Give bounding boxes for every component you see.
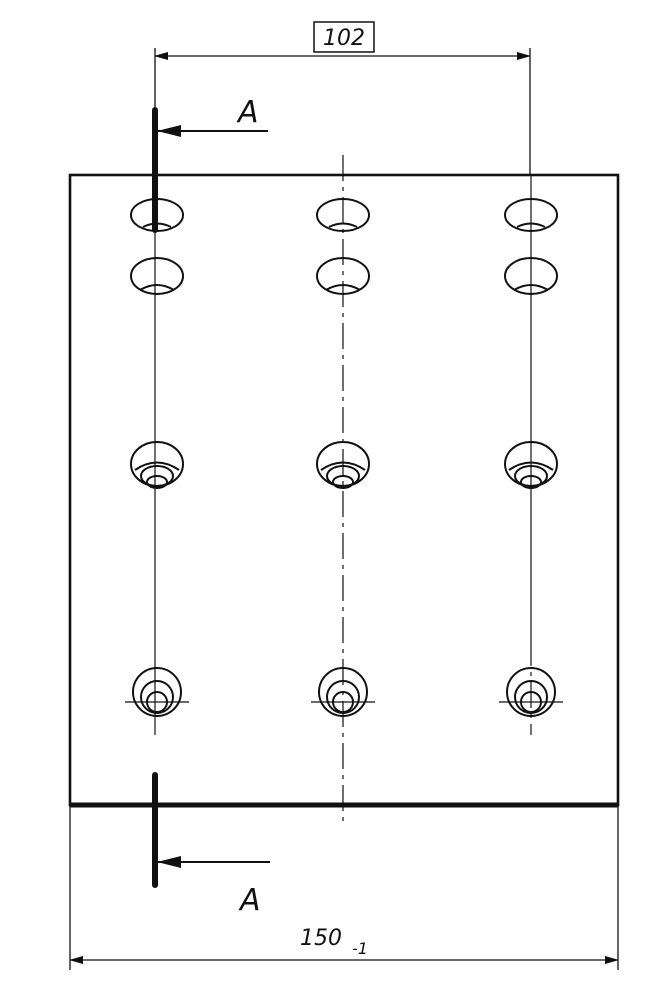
bottom-dimension-value: 150 <box>300 926 342 951</box>
hole-row-1 <box>130 198 558 232</box>
hole-r3-c2 <box>316 441 370 489</box>
hole-r2-c1 <box>130 257 184 295</box>
section-label-bottom: A <box>238 883 261 918</box>
hole-r4-c2 <box>311 667 375 717</box>
hole-r3-c3 <box>504 441 558 489</box>
hole-row-4 <box>125 667 563 717</box>
hole-r1-c2 <box>316 198 370 232</box>
hole-r2-c2 <box>316 257 370 295</box>
hole-r1-c1 <box>130 198 184 232</box>
hole-r2-c3 <box>504 257 558 295</box>
bottom-dimension-tolerance: -1 <box>352 939 368 958</box>
hole-row-2 <box>130 257 558 295</box>
hole-r4-c3 <box>499 667 563 717</box>
section-label-top: A <box>236 95 259 130</box>
hole-r3-c1 <box>130 441 184 489</box>
hole-row-3 <box>130 441 558 489</box>
top-dimension-value: 102 <box>323 26 365 51</box>
hole-r1-c3 <box>504 198 558 232</box>
hole-r4-c1 <box>125 667 189 717</box>
top-dimension-box <box>313 21 375 53</box>
